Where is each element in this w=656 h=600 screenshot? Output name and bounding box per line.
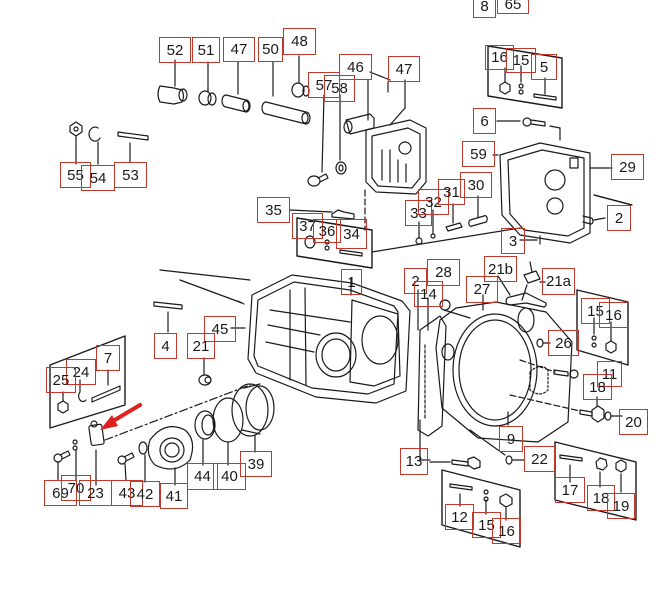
part-40-oring: [212, 397, 244, 466]
part-47-sleeve: [221, 61, 251, 113]
callout-54[interactable]: 54: [81, 165, 115, 191]
callout-52[interactable]: 52: [159, 37, 191, 63]
kit-plate-12-15-16: [441, 469, 521, 548]
part-6-bolt: [496, 117, 561, 141]
callout-29[interactable]: 29: [611, 154, 644, 180]
callout-23[interactable]: 23: [79, 480, 112, 506]
callout-9[interactable]: 9: [499, 426, 523, 452]
part-23-bracket: [88, 384, 251, 486]
part-11-bolt: [519, 359, 579, 395]
part-50-tube: [261, 61, 311, 125]
callout-59[interactable]: 59: [462, 141, 495, 167]
callout-35[interactable]: 35: [257, 197, 290, 223]
callout-18-right[interactable]: 18: [583, 374, 612, 400]
callout-25[interactable]: 25: [46, 367, 76, 393]
part-1-main-housing: [159, 269, 411, 404]
part-58-washer: [335, 94, 347, 175]
callout-58[interactable]: 58: [324, 75, 355, 102]
part-70-pin: [72, 439, 78, 481]
callout-21b[interactable]: 21b: [484, 256, 517, 282]
callout-21-left[interactable]: 21: [187, 333, 215, 359]
callout-42[interactable]: 42: [130, 481, 160, 507]
part-22-nut: [505, 455, 525, 465]
callout-47-sleeve[interactable]: 47: [223, 37, 255, 62]
callout-2-top[interactable]: 2: [607, 205, 631, 231]
callout-14[interactable]: 14: [414, 281, 443, 307]
part-53-stud: [117, 131, 149, 163]
callout-8[interactable]: 8: [473, 0, 496, 18]
callout-53[interactable]: 53: [114, 162, 147, 188]
callout-3[interactable]: 3: [501, 228, 525, 254]
part-42-gasket: [138, 441, 148, 483]
part-41-pump-cover: [147, 426, 194, 486]
callout-26[interactable]: 26: [548, 330, 579, 356]
part-21b-gasket: [497, 275, 547, 308]
part-39-pump: [231, 383, 275, 453]
callout-7[interactable]: 7: [96, 345, 120, 371]
callout-41[interactable]: 41: [160, 483, 188, 509]
callout-5[interactable]: 5: [531, 54, 557, 80]
callout-30[interactable]: 30: [460, 172, 492, 198]
callout-1[interactable]: 1: [341, 269, 362, 295]
highlight-arrow: [100, 403, 142, 430]
callout-50[interactable]: 50: [258, 37, 283, 62]
callout-51[interactable]: 51: [192, 37, 220, 63]
part-2-pin-top: [582, 215, 606, 225]
callout-20[interactable]: 20: [619, 409, 648, 435]
part-48-bushing: [291, 55, 310, 98]
part-55-nut: [69, 121, 83, 165]
parts-33-30: [371, 195, 541, 253]
callout-21a[interactable]: 21a: [542, 268, 575, 295]
callout-12[interactable]: 12: [445, 504, 474, 530]
part-69-bolt: [53, 450, 71, 481]
callout-4[interactable]: 4: [154, 333, 177, 359]
part-51-ring: [198, 61, 217, 106]
part-21-bushing: [198, 327, 246, 386]
callout-47-cover[interactable]: 47: [388, 56, 420, 82]
part-52-bushing: [157, 59, 188, 105]
callout-13[interactable]: 13: [400, 448, 428, 475]
callout-22[interactable]: 22: [524, 446, 555, 472]
callout-19[interactable]: 19: [607, 493, 635, 519]
part-46-top-cover: [343, 71, 427, 231]
part-59-rear-housing: [492, 142, 633, 244]
callout-48[interactable]: 48: [283, 28, 316, 55]
part-13-bolt: [429, 456, 481, 470]
part-43-bolt: [117, 452, 135, 481]
part-4-stud: [153, 301, 183, 333]
callout-16-bottom[interactable]: 16: [492, 518, 521, 544]
callout-6[interactable]: 6: [473, 108, 496, 134]
callout-65[interactable]: 65: [497, 0, 529, 14]
kit-plate-37-36-34: [289, 209, 373, 269]
part-27-clutch-housing: [417, 289, 573, 461]
callout-34[interactable]: 34: [336, 219, 367, 249]
part-54-clip: [88, 126, 101, 165]
part-20-bolt: [509, 394, 623, 423]
callout-17[interactable]: 17: [555, 477, 585, 503]
part-57-bolt: [307, 94, 329, 187]
callout-16-right[interactable]: 16: [599, 302, 628, 328]
part-44-seal: [194, 410, 216, 466]
callout-40[interactable]: 40: [213, 463, 246, 490]
part-21a-breather: [521, 261, 546, 301]
